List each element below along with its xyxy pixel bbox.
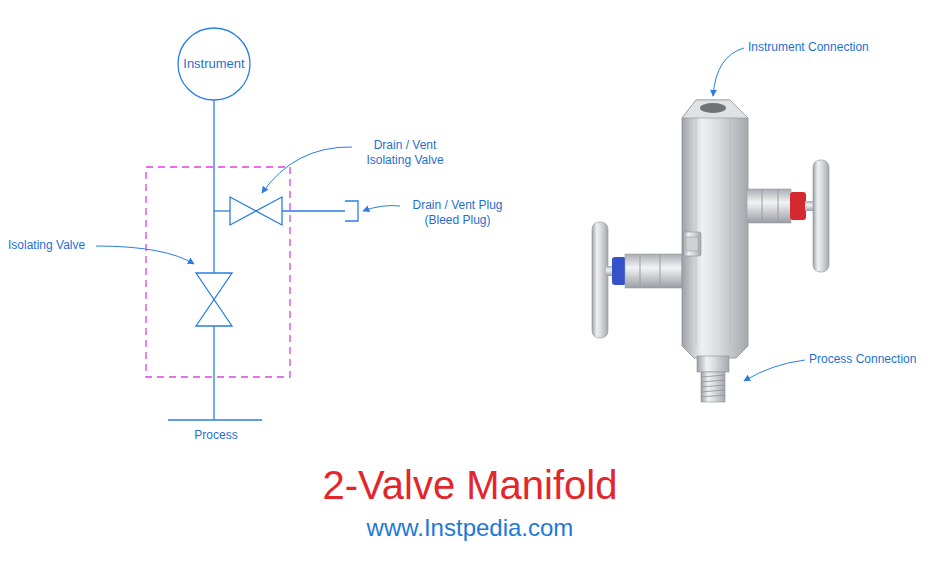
process-nipple: [701, 372, 725, 402]
body-edge: [730, 118, 731, 346]
bonnet-groove: [660, 254, 661, 288]
node-text: Instrument: [183, 56, 244, 72]
thread: [701, 390, 725, 392]
diagram-title: 2-Valve Manifold: [0, 462, 940, 508]
callout-label: Drain / Vent Plug (Bleed Plug): [405, 198, 510, 228]
blue-cap: [612, 257, 626, 285]
thread: [701, 385, 725, 387]
manifold-boundary: [146, 167, 290, 377]
leader-line: [96, 246, 194, 264]
isolating-valve-symbol: [196, 273, 232, 326]
leader-line: [744, 360, 805, 381]
bonnet: [625, 254, 682, 288]
thread: [701, 375, 725, 397]
t-handle: [813, 160, 829, 272]
leader-line: [713, 48, 744, 96]
bleed-plug-head: [686, 237, 698, 251]
thread: [701, 375, 725, 377]
instrument-bubble: Instrument: [177, 27, 251, 101]
bleed-plug: [683, 232, 701, 256]
leader-line: [363, 206, 400, 211]
instrument-port: [700, 103, 726, 113]
callout-label: Isolating Valve: [8, 238, 85, 253]
vent-line: [282, 210, 345, 211]
callout-label: Process Connection: [809, 352, 916, 367]
bonnet-groove: [778, 189, 779, 223]
website-caption: www.Instpedia.com: [0, 514, 940, 542]
bonnet-groove: [762, 189, 763, 223]
vent-branch: [214, 210, 230, 211]
t-handle: [592, 222, 608, 338]
process-header: [168, 419, 262, 420]
bleed-plug-symbol: [345, 201, 358, 221]
impulse-line: [213, 92, 214, 420]
callout-label: Drain / Vent Isolating Valve: [355, 138, 455, 168]
callout-label: Instrument Connection: [748, 40, 869, 55]
vent-valve-symbol: [230, 197, 282, 225]
manifold-illustration: [592, 100, 829, 402]
thread: [701, 395, 725, 397]
callout-label: Process: [176, 428, 256, 443]
manifold-body: [682, 100, 748, 358]
bubble-circle: [178, 28, 250, 100]
top-bevel: [682, 100, 748, 118]
leader-line: [262, 147, 352, 193]
red-cap: [790, 192, 806, 220]
hex-nut: [697, 356, 729, 372]
bonnet-groove: [640, 254, 641, 288]
thread: [701, 380, 725, 382]
bonnet: [747, 189, 791, 223]
